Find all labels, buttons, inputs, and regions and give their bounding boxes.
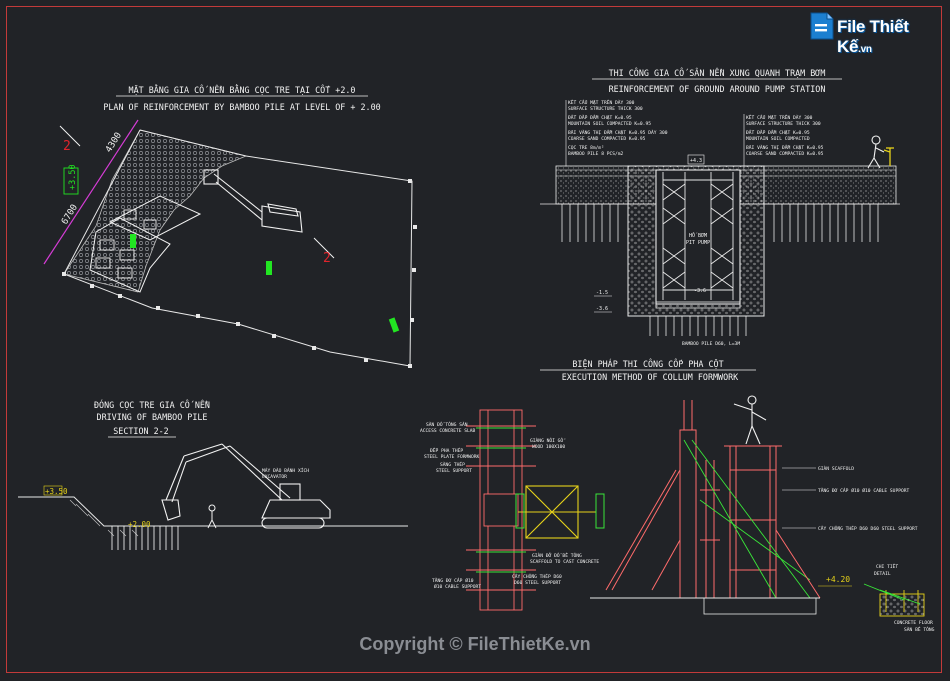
column-elevation — [679, 400, 782, 599]
column-title-vn: BIỆN PHÁP THI CÔNG CỐP PHA CỘT — [572, 358, 723, 369]
scaffold-worker — [733, 395, 767, 445]
column-level: +4.20 — [826, 575, 850, 584]
svg-text:SURFACE STRUCTURE THICK 300: SURFACE STRUCTURE THICK 300 — [746, 121, 821, 127]
plan-section-mark-1: 2 — [63, 139, 71, 154]
pump-title-en: REINFORCEMENT OF GROUND AROUND PUMP STAT… — [609, 84, 826, 94]
svg-text:SÀN ĐỔ TÔNG SÀN: SÀN ĐỔ TÔNG SÀN — [426, 421, 468, 428]
pump-level-b: -3.6 — [596, 306, 608, 312]
excavator-figure — [161, 443, 331, 529]
svg-text:GIÀN ĐỠ ĐỔ BÊ TÔNG: GIÀN ĐỠ ĐỔ BÊ TÔNG — [532, 551, 582, 559]
column-plan — [466, 409, 536, 611]
pump-right-notes: KẾT CẤU MẶT TRÊN DÀY 300 SURFACE STRUCTU… — [743, 113, 824, 168]
svg-text:CÂY CHỐNG THÉP D60: CÂY CHỐNG THÉP D60 — [512, 572, 562, 580]
column-plan-bolts — [476, 427, 526, 573]
excavator-note-1: MÁY ĐÀO BÁNH XÍCH — [262, 466, 309, 474]
logo-icon — [810, 12, 834, 40]
pit-label: HỐ BƠM — [689, 232, 707, 239]
svg-text:GIÀN SCAFFOLD: GIÀN SCAFFOLD — [818, 465, 854, 472]
svg-text:TĂNG ĐƠ CÁP Ø10 Ø10 CABLE SUPP: TĂNG ĐƠ CÁP Ø10 Ø10 CABLE SUPPORT — [818, 487, 910, 494]
svg-text:Ø10 CABLE SUPPORT: Ø10 CABLE SUPPORT — [434, 583, 481, 590]
section-title-vn: ĐÓNG CỌC TRE GIA CỐ NỀN — [94, 399, 210, 410]
section-piles — [111, 526, 179, 550]
svg-text:ACCESS CONCRETE SLAB: ACCESS CONCRETE SLAB — [420, 428, 476, 434]
elevation-struts — [605, 469, 821, 599]
floor-label: CONCRETE FLOOR — [894, 620, 933, 626]
elevation-notes: GIÀN SCAFFOLD TĂNG ĐƠ CÁP Ø10 Ø10 CABLE … — [782, 465, 918, 532]
svg-text:BÃI VÀNG THỊ ĐẦM CHẶT K=0.95 D: BÃI VÀNG THỊ ĐẦM CHẶT K=0.95 DÀY 300 — [568, 129, 668, 136]
column-bottom-notes: GIÀN ĐỠ ĐỔ BÊ TÔNG SCAFFOLD TO CAST CONC… — [432, 551, 599, 590]
svg-text:SÀNG THÉP: SÀNG THÉP — [440, 460, 465, 468]
plan-title-en: PLAN OF REINFORCEMENT BY BAMBOO PILE AT … — [103, 102, 380, 112]
column-right-notes: GIÀNG NỐI GỖ WOOD 100X100 — [530, 437, 566, 450]
svg-text:TĂNG ĐƠ CÁP Ø10: TĂNG ĐƠ CÁP Ø10 — [432, 577, 474, 584]
plan-dim-side: 6700 — [60, 203, 80, 227]
column-formwork-view: BIỆN PHÁP THI CÔNG CỐP PHA CỘT EXECUTION… — [420, 358, 935, 633]
pump-station-view: THI CÔNG GIA CỐ SÂN NỀN XUNG QUANH TRẠM … — [540, 67, 900, 347]
detail-sub: DETAIL — [874, 571, 891, 577]
elevation-cables — [683, 439, 811, 599]
pump-left-notes: KẾT CẤU MẶT TRÊN DÀY 300 SURFACE STRUCTU… — [565, 98, 668, 166]
pump-pile-note: BAMBOO PILE D60, L=3M — [682, 341, 740, 347]
svg-text:MOUNTAIN SOIL COMPACTED: MOUNTAIN SOIL COMPACTED — [746, 136, 810, 142]
drawing-frame — [6, 6, 942, 673]
plan-view: MẶT BẰNG GIA CỐ NỀN BẰNG CỌC TRE TẠI CỐT… — [43, 84, 417, 368]
svg-text:CÂY CHỐNG THÉP D60 D60 STEEL S: CÂY CHỐNG THÉP D60 D60 STEEL SUPPORT — [818, 524, 918, 532]
svg-text:ĐẤT ĐẮP ĐẦM CHẶT K=0.95: ĐẤT ĐẮP ĐẦM CHẶT K=0.95 — [746, 129, 810, 136]
svg-text:GIÀNG NỐI GỖ: GIÀNG NỐI GỖ — [530, 437, 566, 444]
svg-text:CỌC TRE 8m/m²: CỌC TRE 8m/m² — [568, 145, 604, 151]
section-label: SECTION 2-2 — [113, 426, 168, 436]
brand-logo: File Thiết Kế.vn — [805, 8, 945, 56]
pump-piles — [561, 204, 879, 336]
svg-text:BAMBOO PILE 8 PCS/m2: BAMBOO PILE 8 PCS/m2 — [568, 151, 624, 157]
section-view: ĐÓNG CỌC TRE GIA CỐ NỀN DRIVING OF BAMBO… — [18, 399, 408, 550]
detail-cables — [863, 583, 921, 605]
compactor-tool — [883, 147, 894, 166]
svg-text:BÃI VÀNG THỊ ĐẦM CHẶT K=0.95: BÃI VÀNG THỊ ĐẦM CHẶT K=0.95 — [746, 144, 824, 151]
svg-text:KẾT CẤU MẶT TRÊN DÀY 300: KẾT CẤU MẶT TRÊN DÀY 300 — [568, 98, 635, 106]
pit-sublabel: PIT PUMP — [686, 240, 710, 246]
detail-title: CHI TIẾT — [876, 562, 898, 570]
floor-label-vn: SÀN BÊ TÔNG — [904, 625, 935, 633]
pit-scaffold — [662, 172, 734, 300]
pit-bottom-level: -3.6 — [694, 288, 706, 294]
section-level-right: +2.00 — [128, 520, 151, 529]
plan-level: +3.50 — [68, 164, 78, 190]
svg-text:STEEL SUPPORT: STEEL SUPPORT — [436, 468, 472, 474]
svg-text:STEEL PLATE FORMWORK: STEEL PLATE FORMWORK — [424, 454, 480, 460]
svg-text:WOOD 100X100: WOOD 100X100 — [532, 444, 565, 450]
section-worker — [207, 504, 217, 529]
plan-dim-top: 4300 — [104, 131, 124, 155]
svg-text:COARSE SAND COMPACTED K=0.95: COARSE SAND COMPACTED K=0.95 — [746, 151, 824, 157]
detail-hooks — [885, 590, 919, 612]
pump-top-level: +4.3 — [690, 158, 702, 164]
svg-text:ĐẾP PHA THÉP: ĐẾP PHA THÉP — [430, 446, 463, 454]
column-plan-bracing — [518, 485, 596, 539]
plan-title-vn: MẶT BẰNG GIA CỐ NỀN BẰNG CỌC TRE TẠI CỐT… — [129, 84, 356, 95]
plan-section-mark-2: 2 — [323, 251, 331, 266]
svg-text:SCAFFOLD TO CAST CONCRETE: SCAFFOLD TO CAST CONCRETE — [530, 559, 599, 565]
column-left-notes: SÀN ĐỔ TÔNG SÀN ACCESS CONCRETE SLAB ĐẾP… — [420, 421, 480, 474]
svg-text:D60 STEEL SUPPORT: D60 STEEL SUPPORT — [514, 580, 561, 586]
svg-text:ĐẤT ĐẮP ĐẦM CHẶT K=0.95: ĐẤT ĐẮP ĐẦM CHẶT K=0.95 — [568, 114, 632, 121]
worker-figure — [867, 135, 885, 169]
svg-text:SURFACE STRUCTURE THICK 300: SURFACE STRUCTURE THICK 300 — [568, 106, 643, 112]
svg-text:COARSE SAND COMPACTED K=0.95: COARSE SAND COMPACTED K=0.95 — [568, 136, 646, 142]
copyright-watermark: Copyright © FileThietKe.vn — [359, 634, 591, 654]
ground-hatch — [69, 499, 139, 537]
brand-name: File Thiết Kế.vn — [837, 17, 909, 56]
excavator-note-2: EXCAVATOR — [262, 474, 287, 480]
pump-level-a: -1.5 — [596, 290, 608, 296]
pump-title-vn: THI CÔNG GIA CỐ SÂN NỀN XUNG QUANH TRẠM … — [609, 67, 826, 78]
column-title-en: EXECUTION METHOD OF COLLUM FORMWORK — [562, 372, 739, 382]
section-title-en: DRIVING OF BAMBOO PILE — [97, 412, 208, 422]
svg-text:KẾT CẤU MẶT TRÊN DÀY 300: KẾT CẤU MẶT TRÊN DÀY 300 — [746, 113, 813, 121]
svg-text:MOUNTAIN SOIL COMPACTED K=0.95: MOUNTAIN SOIL COMPACTED K=0.95 — [568, 121, 651, 127]
section-level-left: +3.50 — [45, 487, 68, 496]
